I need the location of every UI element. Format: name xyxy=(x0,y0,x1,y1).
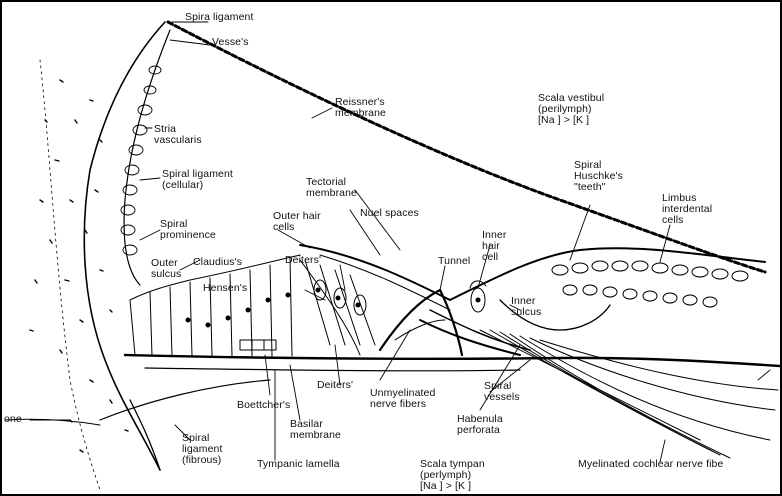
label-outer-hair-cells: Outer hair cells xyxy=(273,211,321,233)
label-unmyelinated-nerve-fibers: Unmyelinated nerve fibers xyxy=(370,388,435,410)
label-reissners-membrane: Reissner's membrane xyxy=(335,97,386,119)
label-basilar-membrane: Basilar membrane xyxy=(290,419,341,441)
label-stria-vascularis: Stria vascularis xyxy=(154,124,202,146)
label-inner-sulcus: Inner sulcus xyxy=(511,296,541,318)
stria-vascularis-cells xyxy=(121,66,161,255)
label-tectorial-membrane: Tectorial membrane xyxy=(306,177,357,199)
lateral-wall-outline xyxy=(84,22,165,470)
label-boettchers: Boettcher's xyxy=(237,400,290,411)
label-limbus-interdental-cells: Limbus interdental cells xyxy=(662,193,712,226)
label-myelinated-nerve-fibers: Myelinated cochlear nerve fibe xyxy=(578,459,723,470)
label-bone: one xyxy=(4,414,22,425)
label-spiral-vessels: Spiral vessels xyxy=(484,381,520,403)
label-tunnel: Tunnel xyxy=(438,256,470,267)
label-spiral-ligament-top: Spira ligament xyxy=(185,12,254,23)
label-spiral-prominence: Spiral prominence xyxy=(160,219,216,241)
label-nuel-spaces: Nuel spaces xyxy=(360,208,419,219)
boettchers-cells xyxy=(240,340,276,350)
basilar-membrane xyxy=(125,355,780,366)
label-vessels: Vesse's xyxy=(212,37,249,48)
tympanic-lamella xyxy=(145,368,520,371)
label-scala-tympani: Scala tympan (perlymph) [Na ] > [K ] xyxy=(420,459,485,492)
limbus-cells xyxy=(552,261,748,307)
label-tympanic-lamella: Tympanic lamella xyxy=(257,459,340,470)
label-inner-hair-cell: Inner hair cell xyxy=(482,230,506,263)
label-spiral-huschkes-teeth: Spiral Huschke's "teeth" xyxy=(574,160,623,193)
label-outer-sulcus: Outer sulcus xyxy=(151,258,181,280)
label-scala-vestibuli: Scala vestibul (perilymph) [Na ] > [K ] xyxy=(538,93,604,126)
organ-of-corti xyxy=(300,260,375,355)
label-spiral-ligament-cellular: Spiral ligament (cellular) xyxy=(162,169,233,191)
label-deiters-lower: Deiters' xyxy=(317,380,353,391)
reissners-membrane xyxy=(168,22,765,272)
label-claudius: Claudius's xyxy=(193,257,242,268)
label-spiral-ligament-fibrous: Spiral ligament (fibrous) xyxy=(182,433,223,466)
label-deiters-upper: Deiters' xyxy=(285,255,321,266)
ligament-texture xyxy=(30,80,128,452)
label-habenula-perforata: Habenula perforata xyxy=(457,414,503,436)
label-hensens: Hensen's xyxy=(203,283,247,294)
